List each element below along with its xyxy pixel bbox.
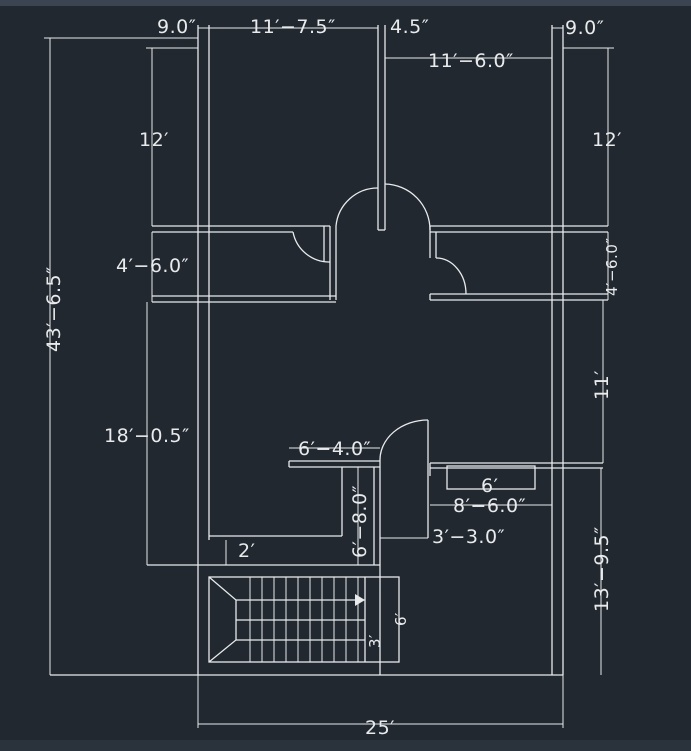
- dim-kitchen-depth: 6′−8.0″: [349, 485, 371, 558]
- kitchen-door-arc: [379, 419, 429, 462]
- dim-right-mid-room: 11′: [591, 370, 613, 400]
- dim-overall-depth: 43′−6.5″: [43, 266, 65, 352]
- dim-hall-depth: 18′−0.5″: [104, 425, 190, 447]
- dim-left-room-depth: 12′: [139, 129, 169, 151]
- dim-left-strip: 2′: [238, 540, 255, 562]
- staircase: [208, 576, 400, 663]
- dim-right-passage: 4′−6.0″: [603, 238, 621, 296]
- dimension-lines: [44, 27, 614, 728]
- dim-top-right-room: 11′−6.0″: [428, 50, 514, 72]
- dim-stair-height: 6′: [392, 612, 410, 626]
- stair-winder: [208, 576, 237, 663]
- dim-top-right-offset: 9.0″: [565, 17, 604, 39]
- dim-right-bottom-depth: 13′−9.5″: [591, 526, 613, 612]
- dim-top-center-gap: 4.5″: [390, 16, 429, 38]
- dim-right-bottom-width: 8′−6.0″: [453, 495, 526, 517]
- dim-left-passage: 4′−6.0″: [116, 255, 189, 277]
- right-door-swing: [435, 257, 467, 295]
- stair-treads: [249, 577, 359, 662]
- dim-overall-width: 25′: [365, 717, 395, 739]
- dim-top-left-room: 11′−7.5″: [250, 16, 336, 38]
- center-door-arc-right: [384, 183, 431, 231]
- dim-door-offset: 3′−3.0″: [432, 526, 505, 548]
- stair-arrow-icon: [355, 594, 365, 606]
- dim-right-room-depth: 12′: [592, 129, 622, 151]
- dim-top-left-offset: 9.0″: [157, 16, 196, 38]
- bottom-status-strip: [0, 740, 691, 751]
- counter: [446, 465, 536, 490]
- dim-stair-flight: 3′: [366, 634, 384, 648]
- dim-counter-width: 6′: [481, 475, 498, 497]
- walls: [50, 25, 608, 676]
- center-door-arc-left: [335, 187, 379, 227]
- top-toolbar-strip: [0, 0, 691, 6]
- dimension-labels: 9.0″ 11′−7.5″ 4.5″ 9.0″ 11′−6.0″ 12′ 12′…: [43, 16, 622, 739]
- dim-kitchen-width: 6′−4.0″: [298, 438, 371, 460]
